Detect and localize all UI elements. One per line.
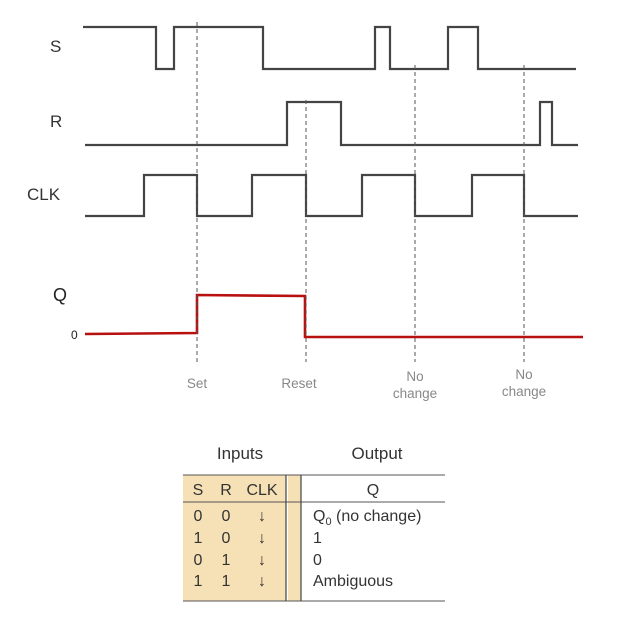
column-header-q: Q [367, 482, 379, 499]
event-label-no-change-2-line1: No [515, 367, 532, 382]
event-label-set: Set [187, 376, 208, 391]
waveform-s [83, 25, 576, 71]
column-header-r: R [220, 482, 232, 499]
cell-s-row-0: 0 [194, 508, 203, 525]
column-header-s: S [193, 482, 204, 499]
waveform-q [84, 293, 583, 339]
cell-s-row-2: 0 [194, 552, 203, 569]
waveform-r [85, 100, 578, 147]
event-label-no-change-2-line2: change [502, 384, 546, 399]
cell-q-row-1: 1 [313, 530, 322, 547]
cell-clk-row-3: ↓ [258, 573, 266, 590]
signal-label-s: S [50, 37, 61, 56]
inputs-header: Inputs [217, 444, 263, 463]
cell-clk-row-0: ↓ [258, 508, 266, 525]
cell-s-row-1: 1 [194, 530, 203, 547]
cell-r-row-3: 1 [222, 573, 231, 590]
output-label-q: Q [53, 285, 67, 305]
q-zero-label: 0 [71, 328, 78, 342]
cell-r-row-1: 0 [222, 530, 231, 547]
cell-q-row-0: Q0 (no change) [313, 508, 421, 528]
cell-clk-row-2: ↓ [258, 552, 266, 569]
cell-s-row-3: 1 [194, 573, 203, 590]
inputs-shaded-area [183, 475, 286, 601]
cell-r-row-2: 1 [222, 552, 231, 569]
signal-label-r: R [50, 112, 62, 131]
event-label-no-change-1-line2: change [393, 386, 437, 401]
event-label-reset: Reset [281, 376, 317, 391]
cell-q-row-2: 0 [313, 552, 322, 569]
signal-label-clk: CLK [27, 185, 61, 204]
cell-q-row-3: Ambiguous [313, 573, 393, 590]
truth-table: Inputs Output S R CLK Q 0 0 ↓ Q0 (no change… [183, 444, 445, 602]
output-header: Output [351, 444, 402, 463]
event-label-no-change-1-line1: No [406, 369, 423, 384]
cell-clk-row-1: ↓ [258, 530, 266, 547]
column-header-clk: CLK [246, 482, 277, 499]
cell-r-row-0: 0 [222, 508, 231, 525]
waveform-clk [85, 173, 578, 218]
separator-shaded-strip [288, 475, 301, 601]
